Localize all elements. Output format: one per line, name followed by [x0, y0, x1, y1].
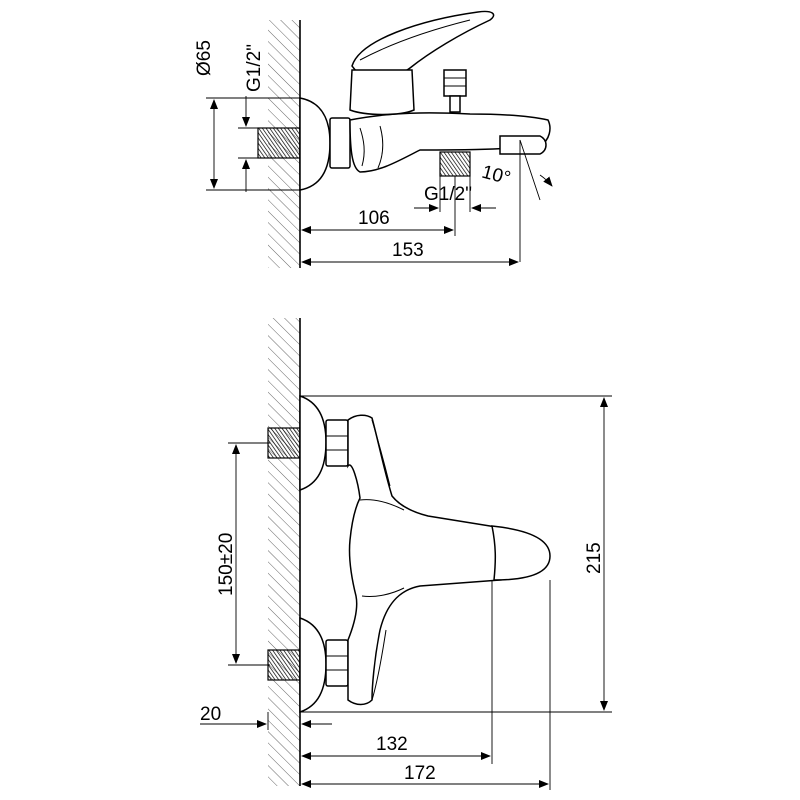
dim-diameter: Ø65 — [194, 40, 300, 191]
dim-132: 132 — [301, 580, 493, 764]
dim-153-label: 153 — [392, 240, 424, 261]
top-diverter-knob — [443, 69, 467, 113]
dim-150: 150±20 — [216, 442, 270, 666]
dim-20-label: 20 — [200, 704, 221, 725]
dim-132-label: 132 — [376, 734, 408, 755]
front-nut-lower — [325, 639, 349, 687]
dim-inlet-thread-label: G1/2" — [244, 44, 265, 92]
top-cartridge-neck — [349, 69, 415, 116]
dim-215: 215 — [300, 395, 612, 713]
top-view: 10° Ø65 G1/2" G1/2" 1 — [194, 10, 553, 268]
front-escutcheon-lower — [299, 616, 327, 714]
front-mixer-body — [347, 414, 549, 706]
dim-150-label: 150±20 — [216, 533, 237, 596]
top-inlet-thread — [257, 127, 301, 159]
dim-172: 172 — [301, 580, 551, 790]
front-escutcheon-upper — [299, 394, 327, 492]
dim-172-label: 172 — [404, 763, 436, 784]
top-spout-tip — [499, 135, 547, 155]
front-inlet-thread-upper — [267, 427, 301, 459]
dim-20: 20 — [200, 704, 332, 730]
front-view: 150±20 20 215 132 172 — [200, 318, 612, 790]
top-connector-nut — [329, 117, 351, 169]
front-spout — [491, 525, 551, 581]
dim-angle-label: 10° — [480, 162, 513, 190]
dim-215-label: 215 — [584, 542, 605, 574]
dim-106: 106 — [301, 176, 456, 236]
top-outlet-thread — [439, 151, 471, 177]
dim-outlet-thread-label: G1/2" — [424, 184, 472, 205]
dim-106-label: 106 — [358, 208, 390, 229]
top-angle-indicator: 10° — [480, 139, 553, 262]
front-wall — [268, 318, 301, 786]
front-inlet-thread-lower — [267, 649, 301, 681]
dim-inlet-thread: G1/2" — [238, 44, 265, 192]
dim-outlet-thread: G1/2" — [414, 176, 496, 212]
front-nut-upper — [325, 419, 349, 467]
dim-diameter-label: Ø65 — [194, 40, 215, 76]
top-escutcheon — [299, 97, 331, 191]
top-lever-handle — [351, 10, 495, 78]
dim-153: 153 — [301, 240, 519, 266]
